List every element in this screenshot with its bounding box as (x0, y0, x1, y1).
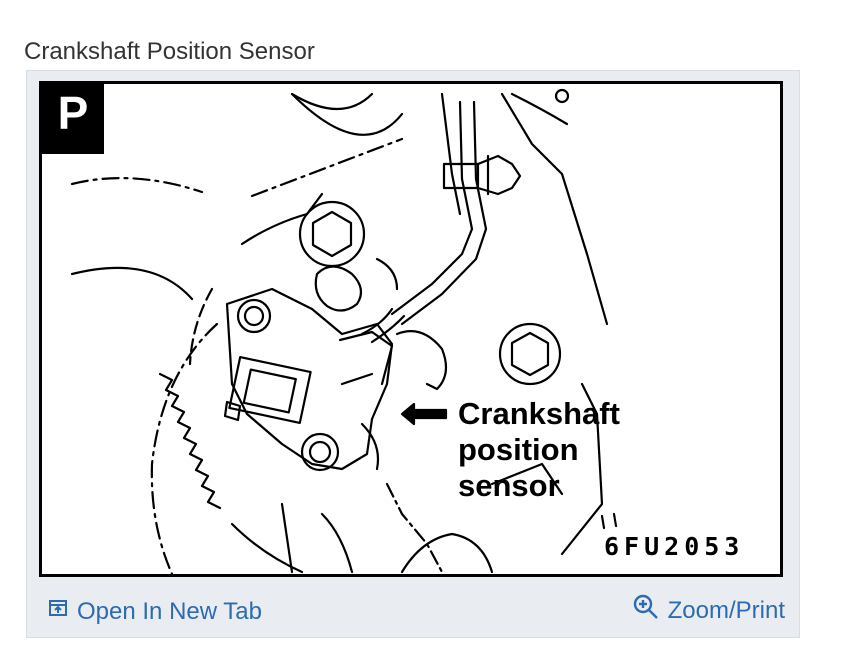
diagram-drawing (70, 88, 618, 574)
open-in-new-tab-label: Open In New Tab (77, 597, 263, 625)
open-in-new-tab-link[interactable]: Open In New Tab (47, 597, 262, 626)
callout-line: sensor (458, 468, 560, 503)
zoom-print-label: Zoom/Print (667, 596, 785, 624)
open-in-new-tab-icon (47, 597, 69, 626)
corner-badge: P (42, 84, 104, 154)
diagram-image[interactable]: P Crankshaft position sensor 6FU2053 (39, 81, 783, 577)
callout-label: Crankshaft position sensor (458, 396, 620, 504)
zoom-print-link[interactable]: Zoom/Print (632, 593, 785, 628)
corner-letter: P (57, 87, 89, 139)
figure-code: 6FU2053 (604, 532, 745, 561)
zoom-in-icon (632, 593, 660, 628)
page-title: Crankshaft Position Sensor (24, 38, 315, 65)
image-toolbar: Open In New Tab Zoom/Print (27, 589, 799, 637)
callout-line: position (458, 432, 579, 467)
callout-line: Crankshaft (458, 396, 620, 431)
image-frame: P Crankshaft position sensor 6FU2053 Ope… (26, 70, 800, 638)
